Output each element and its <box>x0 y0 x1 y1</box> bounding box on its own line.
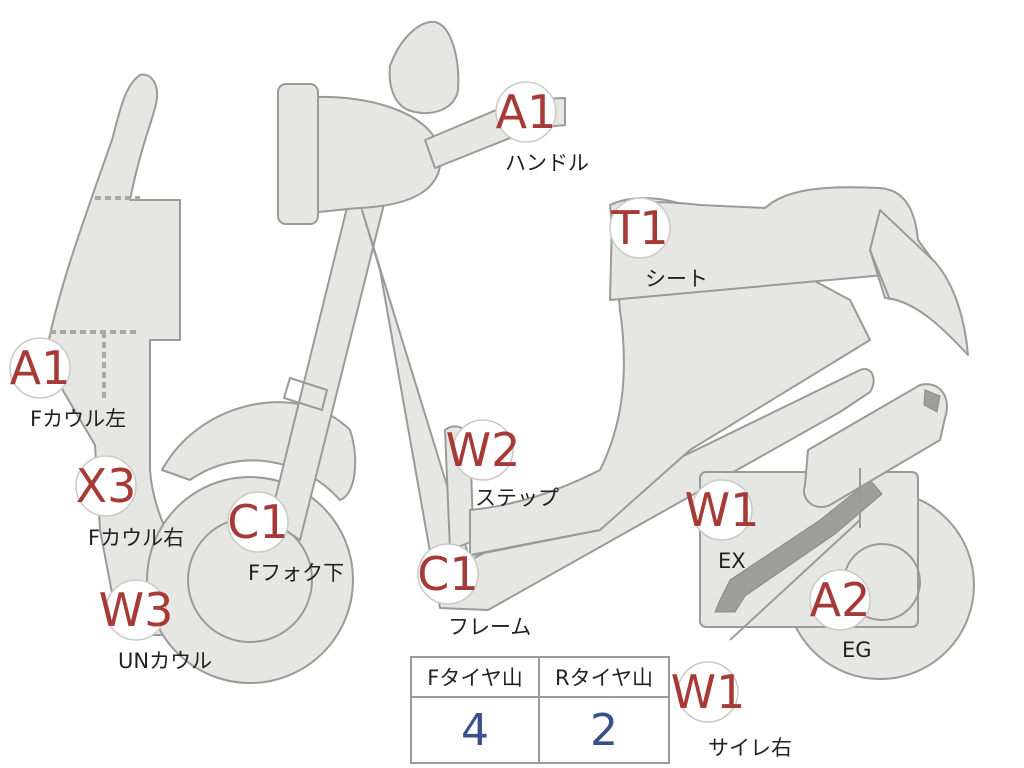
marker-label: ハンドル <box>505 151 589 175</box>
marker-code: X3 <box>76 459 137 513</box>
marker-badge <box>691 479 753 541</box>
marker-code: A2 <box>810 573 871 627</box>
marker-badge <box>609 197 671 259</box>
tail-cowl <box>869 209 969 356</box>
silencer <box>803 383 948 508</box>
tire-tread-table: Fタイヤ山 Rタイヤ山 4 2 <box>410 656 670 764</box>
frame-tube <box>361 209 875 611</box>
mirror <box>388 20 460 115</box>
rear-tire-value: 2 <box>590 704 618 756</box>
marker-label: Fフォク下 <box>248 561 344 585</box>
marker-code: A1 <box>10 341 71 395</box>
marker-badge <box>677 661 739 723</box>
marker-label: UNカウル <box>118 649 212 673</box>
marker-label: EG <box>842 638 872 662</box>
marker-badge <box>495 81 557 143</box>
marker-badge <box>227 491 289 553</box>
leader-line <box>729 519 861 641</box>
cowl-seam-mid <box>50 330 140 400</box>
marker-badge <box>417 543 479 605</box>
marker-code: C1 <box>227 495 288 549</box>
seat-seam <box>869 249 891 301</box>
marker-badge <box>452 419 514 481</box>
marker-label: EX <box>718 549 746 573</box>
silencer-tip <box>923 389 941 413</box>
marker-badge <box>809 569 871 631</box>
marker-silencer-right: W1 サイレ右 <box>671 661 792 760</box>
marker-code: W3 <box>99 583 174 637</box>
marker-label: サイレ右 <box>708 736 792 760</box>
marker-code: T1 <box>610 201 668 255</box>
marker-handle: A1 ハンドル <box>495 81 589 175</box>
marker-code: A1 <box>496 85 557 139</box>
marker-badge <box>9 337 71 399</box>
marker-step: W2 ステップ <box>446 419 559 510</box>
exhaust-pipe <box>714 479 883 613</box>
front-tire-header: Fタイヤ山 <box>412 658 540 698</box>
headlight-cap <box>277 83 319 225</box>
marker-code: W1 <box>671 665 746 719</box>
marker-badge <box>75 455 137 517</box>
marker-code: W2 <box>446 423 521 477</box>
marker-label: フレーム <box>448 615 531 639</box>
marker-code: W1 <box>685 483 760 537</box>
marker-label: Fカウル右 <box>88 526 184 550</box>
marker-frame: C1 フレーム <box>417 543 531 639</box>
front-tire-value: 4 <box>412 698 540 762</box>
rear-tire-header: Rタイヤ山 <box>540 658 668 698</box>
marker-label: シート <box>645 267 708 291</box>
fork-collar <box>282 376 329 412</box>
headlight-body <box>299 95 442 214</box>
marker-code: C1 <box>417 547 478 601</box>
marker-seat: T1 シート <box>609 197 708 291</box>
marker-badge <box>105 579 167 641</box>
marker-label: Fカウル左 <box>30 407 126 431</box>
marker-label: ステップ <box>475 486 559 510</box>
